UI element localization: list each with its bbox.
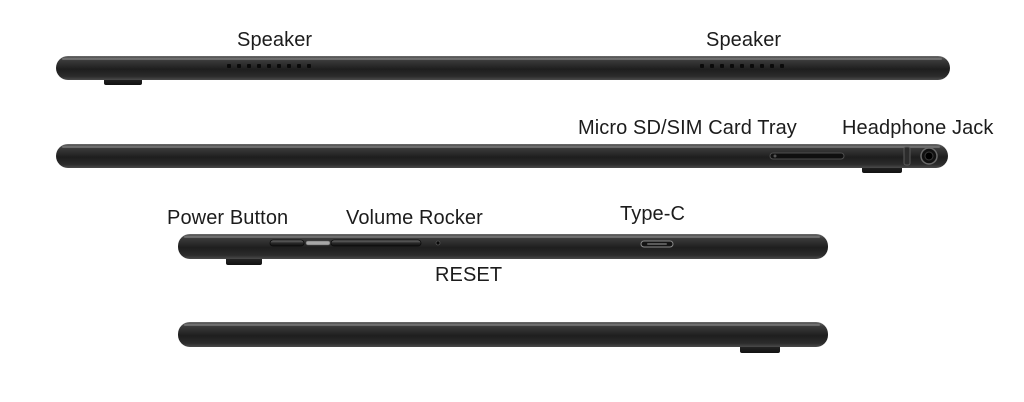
speaker-left-label: Speaker [237,29,313,51]
volume-rocker-label: Volume Rocker [346,207,483,229]
indicator-strip [305,240,331,246]
volume-rocker[interactable] [330,239,422,247]
device-body [56,144,948,168]
type-c-label: Type-C [620,203,686,225]
device-edge-right [56,144,948,173]
sd-sim-tray-label: Micro SD/SIM Card Tray [578,117,797,139]
reset-label: RESET [435,264,503,286]
speaker-grille-right [700,64,784,68]
device-body [178,322,828,347]
headphone-jack-label: Headphone Jack [842,117,994,139]
device-edge-left [178,322,828,353]
device-body [56,56,950,80]
reset-pinhole[interactable] [435,240,441,246]
device-edge-top [56,56,950,85]
power-button[interactable] [269,239,305,247]
device-edge-bottom [178,234,828,265]
power-button-label: Power Button [167,207,289,229]
speaker-grille-left [227,64,311,68]
sd-sim-card-tray[interactable] [769,152,845,160]
speaker-right-label: Speaker [706,29,782,51]
